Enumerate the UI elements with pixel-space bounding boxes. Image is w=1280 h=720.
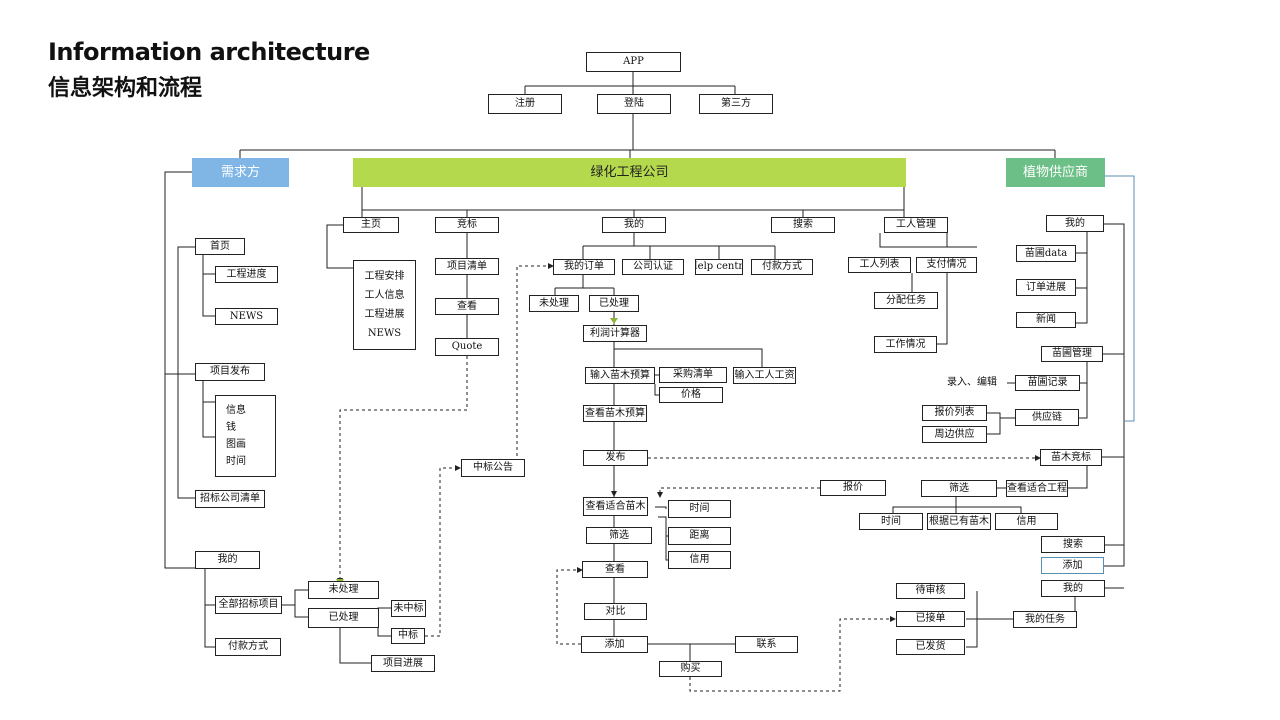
register-node: 注册 — [488, 94, 562, 114]
third-party-node: 第三方 — [699, 94, 773, 114]
company-bid-notice: 中标公告 — [461, 459, 525, 477]
demand-not-won: 未中标 — [391, 600, 426, 617]
publish-item: 钱 — [226, 421, 236, 433]
company-role-band: 绿化工程公司 — [353, 158, 906, 187]
company-view-budget: 查看苗木预算 — [583, 405, 647, 422]
supplier-credit: 信用 — [995, 513, 1058, 530]
company-worker-list: 工人列表 — [848, 257, 911, 273]
demand-news: NEWS — [215, 308, 278, 325]
supplier-quote: 报价 — [820, 480, 886, 496]
demand-publish-items: 信息 钱 图画 时间 — [215, 395, 276, 477]
company-my-orders: 我的订单 — [553, 259, 615, 275]
supplier-order-progress: 订单进展 — [1016, 279, 1076, 296]
company-view: 查看 — [435, 298, 499, 315]
supplier-pending: 待审核 — [896, 583, 965, 599]
company-unprocessed: 未处理 — [529, 295, 579, 312]
demand-project-publish: 项目发布 — [195, 363, 265, 381]
company-assign-task: 分配任务 — [874, 292, 938, 309]
company-home-items: 工程安排 工人信息 工程进展 NEWS — [353, 260, 416, 350]
company-price: 价格 — [659, 387, 723, 403]
supplier-nursery-data: 苗圃data — [1016, 245, 1076, 262]
company-publish: 发布 — [583, 450, 648, 466]
publish-item: 图画 — [226, 438, 246, 450]
supplier-filter: 筛选 — [921, 480, 997, 497]
company-work-status: 工作情况 — [874, 336, 937, 353]
company-processed: 已处理 — [589, 295, 639, 312]
demand-payment: 付款方式 — [215, 638, 281, 656]
supplier-shipped: 已发货 — [896, 639, 965, 655]
company-worker-mgmt: 工人管理 — [884, 217, 948, 233]
company-time: 时间 — [668, 500, 731, 518]
company-view2: 查看 — [582, 561, 648, 578]
supplier-time: 时间 — [859, 513, 923, 530]
company-search: 搜索 — [771, 217, 835, 233]
company-home: 主页 — [343, 217, 399, 233]
home-item: 工程安排 — [364, 270, 405, 282]
company-input-wage: 输入工人工资 — [733, 367, 796, 384]
demand-home: 首页 — [195, 238, 245, 255]
page-title-en: Information architecture — [48, 38, 370, 66]
supplier-nearby-supply: 周边供应 — [922, 426, 987, 443]
company-view-suitable: 查看适合苗木 — [583, 497, 648, 516]
supplier-by-existing: 根据已有苗木 — [927, 513, 991, 530]
company-contact: 联系 — [735, 636, 798, 653]
home-item: NEWS — [367, 327, 402, 339]
company-bidding: 竞标 — [435, 217, 499, 233]
supplier-mine2: 我的 — [1041, 580, 1105, 597]
page-title-zh: 信息架构和流程 — [48, 76, 203, 101]
supplier-view-projects: 查看适合工程 — [1006, 480, 1068, 497]
company-purchase-list: 采购清单 — [659, 367, 727, 383]
publish-item: 信息 — [226, 404, 246, 416]
demand-project-progress: 工程进度 — [215, 266, 278, 283]
demand-won: 中标 — [391, 628, 425, 644]
company-mine: 我的 — [602, 217, 666, 233]
company-credit: 信用 — [668, 551, 731, 569]
company-compare: 对比 — [584, 603, 647, 620]
supplier-quote-list: 报价列表 — [922, 405, 987, 421]
supplier-input-edit: 录入、编辑 — [947, 377, 997, 388]
supplier-nursery-record: 苗圃记录 — [1015, 375, 1080, 391]
company-payment: 付款方式 — [751, 259, 813, 275]
company-project-list: 项目清单 — [435, 258, 499, 275]
app-node: APP — [586, 52, 681, 72]
supplier-role-band: 植物供应商 — [1006, 158, 1105, 187]
company-buy: 购买 — [659, 661, 722, 677]
company-filter: 筛选 — [586, 527, 652, 544]
company-pay-status: 支付情况 — [916, 257, 977, 273]
demand-mine: 我的 — [195, 551, 260, 569]
demand-unprocessed: 未处理 — [308, 581, 379, 599]
supplier-news: 新闻 — [1016, 312, 1076, 328]
company-help: Help centre — [695, 259, 743, 275]
supplier-my-tasks: 我的任务 — [1013, 611, 1077, 628]
demand-role-band: 需求方 — [192, 158, 289, 187]
company-add: 添加 — [581, 636, 648, 653]
supplier-add: 添加 — [1041, 557, 1104, 574]
home-item: 工程进展 — [364, 308, 405, 320]
supplier-seedling-bid: 苗木竞标 — [1040, 449, 1102, 466]
supplier-nursery-mgmt: 苗圃管理 — [1041, 346, 1103, 362]
supplier-supply-chain: 供应链 — [1015, 409, 1079, 426]
supplier-accepted: 已接单 — [896, 611, 965, 627]
company-input-budget: 输入苗木预算 — [585, 367, 655, 384]
demand-all-bids: 全部招标项目 — [215, 596, 282, 614]
demand-bid-companies: 招标公司清单 — [195, 490, 265, 508]
supplier-mine: 我的 — [1046, 215, 1104, 232]
publish-item: 时间 — [226, 455, 246, 467]
home-item: 工人信息 — [364, 289, 405, 301]
demand-project-progress2: 项目进展 — [371, 655, 435, 672]
demand-processed: 已处理 — [308, 608, 379, 628]
company-cert: 公司认证 — [622, 259, 684, 275]
company-distance: 距离 — [668, 527, 731, 545]
company-quote: Quote — [435, 338, 499, 356]
company-profit-calc: 利润计算器 — [583, 325, 647, 342]
supplier-search: 搜索 — [1041, 536, 1105, 553]
login-node: 登陆 — [597, 94, 671, 114]
